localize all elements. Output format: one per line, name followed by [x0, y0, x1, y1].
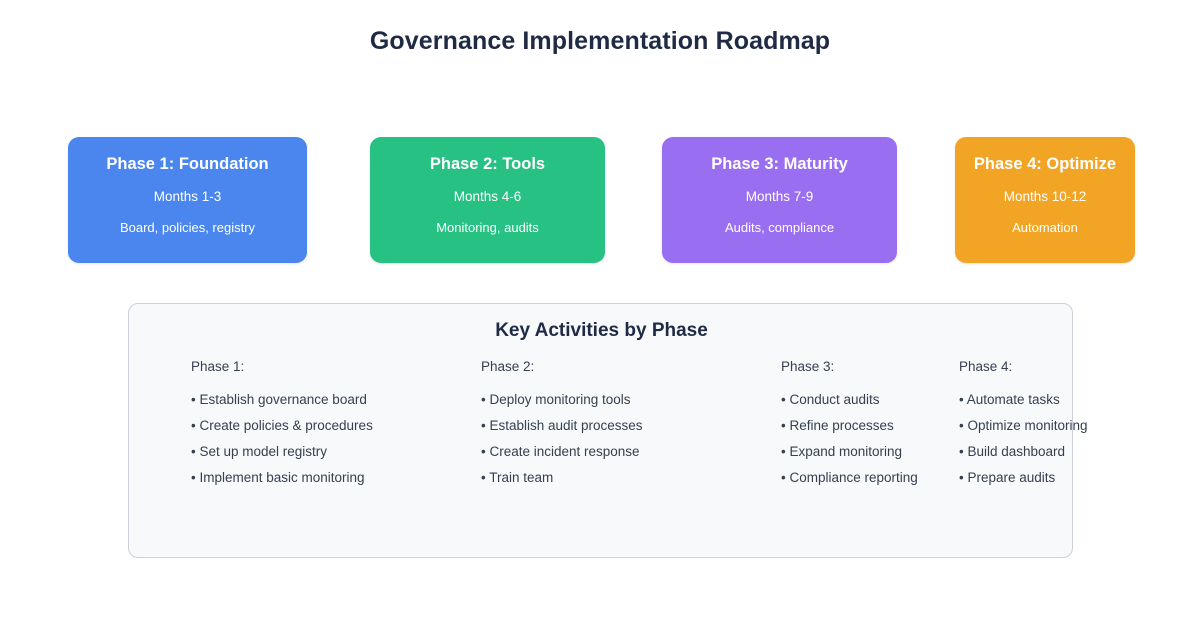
activity-item: • Expand monitoring — [781, 444, 903, 459]
activity-item: • Train team — [481, 470, 554, 485]
phase-card-description: Automation — [1012, 220, 1078, 236]
phase-card-title: Phase 1: Foundation — [106, 155, 269, 173]
key-activities-title: Key Activities by Phase — [495, 320, 708, 341]
activity-item: • Prepare audits — [959, 470, 1056, 485]
phase-card-description: Board, policies, registry — [119, 220, 256, 236]
phase-card-3[interactable]: Phase 3: Maturity Months 7-9 Audits, com… — [662, 137, 897, 263]
phase-card-months: Months 1-3 — [153, 189, 222, 205]
phase-sequence: Phase 1: Foundation Months 1-3 Board, po… — [0, 137, 1200, 347]
activity-column-heading: Phase 3: — [781, 359, 835, 374]
phase-card-months: Months 7-9 — [745, 189, 814, 205]
activity-item: • Conduct audits — [781, 392, 880, 407]
phase-card-months: Months 10-12 — [1003, 189, 1087, 205]
activity-item: • Build dashboard — [959, 444, 1066, 459]
phase-card-title: Phase 3: Maturity — [711, 155, 848, 173]
activity-item: • Optimize monitoring — [959, 418, 1088, 433]
activity-column-phase1: Phase 1: • Establish governance board • … — [191, 359, 373, 485]
phase-card-months: Months 4-6 — [453, 189, 522, 205]
activity-item: • Create incident response — [481, 444, 640, 459]
activity-column-heading: Phase 4: — [959, 359, 1013, 374]
activity-item: • Set up model registry — [191, 444, 328, 459]
phase-card-2[interactable]: Phase 2: Tools Months 4-6 Monitoring, au… — [370, 137, 605, 263]
key-activities-panel: Key Activities by Phase Phase 1: • Estab… — [128, 303, 1088, 558]
phase-card-4[interactable]: Phase 4: Optimize Months 10-12 Automatio… — [955, 137, 1135, 263]
activity-item: • Establish governance board — [191, 392, 367, 407]
activity-column-phase2: Phase 2: • Deploy monitoring tools • Est… — [481, 359, 643, 485]
phase-card-1[interactable]: Phase 1: Foundation Months 1-3 Board, po… — [68, 137, 307, 263]
activity-column-phase4: Phase 4: • Automate tasks • Optimize mon… — [959, 359, 1088, 485]
activity-column-phase3: Phase 3: • Conduct audits • Refine proce… — [781, 359, 918, 485]
phase-card-title: Phase 4: Optimize — [973, 155, 1117, 173]
activity-column-heading: Phase 2: — [481, 359, 535, 374]
activity-item: • Refine processes — [781, 418, 894, 433]
activity-item: • Compliance reporting — [781, 470, 918, 485]
phase-card-description: Audits, compliance — [724, 220, 835, 236]
activity-item: • Deploy monitoring tools — [481, 392, 631, 407]
activity-item: • Create policies & procedures — [191, 418, 373, 433]
page-title: Governance Implementation Roadmap — [369, 27, 831, 55]
activity-item: • Automate tasks — [959, 392, 1060, 407]
activity-column-heading: Phase 1: — [191, 359, 245, 374]
activity-item: • Implement basic monitoring — [191, 470, 365, 485]
activity-item: • Establish audit processes — [481, 418, 643, 433]
phase-card-title: Phase 2: Tools — [429, 155, 546, 173]
phase-card-description: Monitoring, audits — [436, 220, 539, 236]
